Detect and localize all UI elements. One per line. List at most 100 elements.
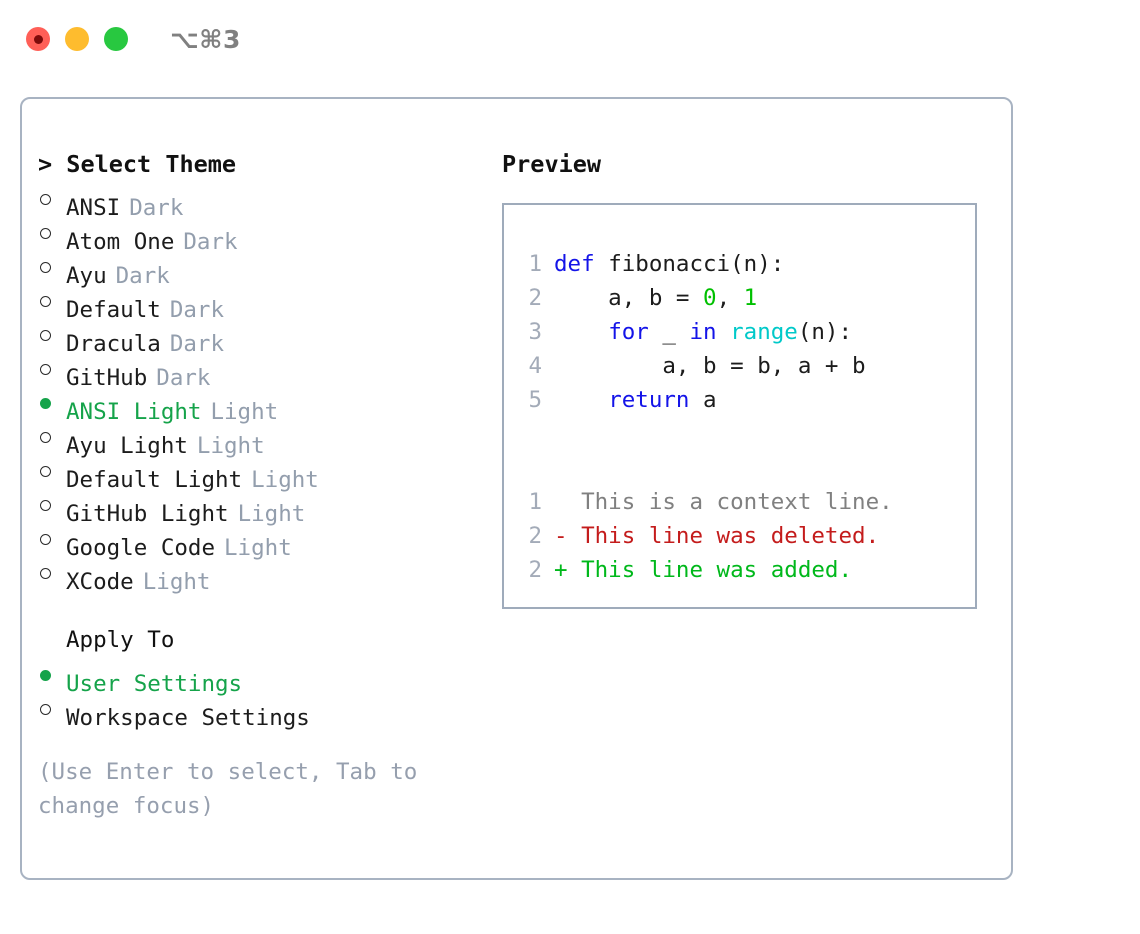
apply-to-option-label: User Settings xyxy=(66,671,243,697)
preview-column: Preview 1 def fibonacci(n): 2 a, b = 0, … xyxy=(502,147,1002,609)
code-token xyxy=(554,319,608,345)
close-window-button[interactable] xyxy=(26,27,50,51)
theme-option-ansi-dark[interactable]: ANSI Dark xyxy=(38,181,468,221)
theme-option-tag: Dark xyxy=(115,263,170,289)
theme-option-label: GitHub xyxy=(66,365,148,391)
line-number: 5 xyxy=(528,387,542,413)
theme-option-label: Default xyxy=(66,297,161,323)
theme-option-atom-one-dark[interactable]: Atom One Dark xyxy=(38,215,468,255)
code-line-text: a, b = b, a + b xyxy=(554,349,866,383)
titlebar-shortcut-label: ⌥⌘3 xyxy=(170,24,241,54)
theme-option-tag: Dark xyxy=(169,331,225,357)
theme-option-tag: Dark xyxy=(129,195,184,221)
theme-option-label: GitHub Light xyxy=(66,501,229,527)
line-number: 2 xyxy=(528,557,542,583)
theme-option-dracula-dark[interactable]: Dracula Dark xyxy=(38,317,468,357)
theme-option-xcode[interactable]: XCode Light xyxy=(38,555,468,595)
keyboard-hint-text: (Use Enter to select, Tab to change focu… xyxy=(38,759,418,819)
theme-option-label: Default Light xyxy=(66,467,243,493)
line-number: 2 xyxy=(528,285,542,311)
apply-to-option-label: Workspace Settings xyxy=(66,705,310,731)
line-number: 2 xyxy=(528,523,542,549)
theme-option-github-dark[interactable]: GitHub Dark xyxy=(38,351,468,391)
theme-option-label: XCode xyxy=(66,569,134,595)
code-token: , xyxy=(716,285,744,311)
code-token: a xyxy=(689,387,717,413)
theme-option-label: Dracula xyxy=(66,331,161,357)
apply-to-option-user-settings[interactable]: User Settings xyxy=(38,657,468,697)
theme-option-ansi-light[interactable]: ANSI Light Light xyxy=(38,385,468,425)
radio-icon[interactable] xyxy=(38,351,66,385)
theme-option-google-code[interactable]: Google Code Light xyxy=(38,521,468,561)
theme-option-tag: Light xyxy=(251,467,319,493)
code-line-text: for _ in range(n): xyxy=(554,315,852,349)
panel-columns: > Select Theme ANSI Dark Atom One Dark xyxy=(22,99,1011,878)
radio-icon[interactable] xyxy=(38,215,66,249)
code-token: a, b = xyxy=(554,285,704,311)
radio-icon[interactable] xyxy=(38,521,66,555)
code-sample: 1 def fibonacci(n): 2 a, b = 0, 1 3 for … xyxy=(516,247,967,587)
radio-icon[interactable] xyxy=(38,487,66,521)
title-bar: ⌥⌘3 xyxy=(0,0,1140,78)
preview-box: 1 def fibonacci(n): 2 a, b = 0, 1 3 for … xyxy=(502,203,977,609)
radio-icon[interactable] xyxy=(38,317,66,351)
radio-icon[interactable] xyxy=(38,453,66,487)
radio-icon[interactable] xyxy=(38,249,66,283)
code-line-text: def fibonacci(n): xyxy=(554,247,784,281)
theme-option-label: Atom One xyxy=(66,229,175,255)
code-blank-line xyxy=(516,417,967,451)
theme-option-default-dark[interactable]: Default Dark xyxy=(38,283,468,323)
code-line: 3 for _ in range(n): xyxy=(516,315,967,349)
diff-line-text: This line was added. xyxy=(581,557,853,583)
code-token: 0 xyxy=(703,285,717,311)
radio-icon[interactable] xyxy=(38,181,66,215)
code-token: for xyxy=(608,319,649,345)
theme-option-ayu-light[interactable]: Ayu Light Light xyxy=(38,419,468,459)
diff-marker: - xyxy=(554,523,582,549)
preview-heading: Preview xyxy=(502,150,602,178)
code-token: a, b = b, a + b xyxy=(554,353,866,379)
code-token xyxy=(717,319,731,345)
apply-to-heading: Apply To xyxy=(66,627,175,653)
code-line-text: return a xyxy=(554,383,717,417)
theme-list[interactable]: ANSI Dark Atom One Dark Ayu Dark xyxy=(38,181,468,595)
theme-option-tag: Dark xyxy=(169,297,225,323)
apply-to-option-workspace-settings[interactable]: Workspace Settings xyxy=(38,691,468,731)
code-token xyxy=(554,387,608,413)
line-number: 4 xyxy=(528,353,542,379)
diff-line-text: This is a context line. xyxy=(581,489,893,515)
theme-option-label: ANSI Light xyxy=(66,399,202,425)
code-token: return xyxy=(608,387,690,413)
code-token: in xyxy=(689,319,717,345)
theme-option-tag: Light xyxy=(237,501,306,527)
code-line: 1 def fibonacci(n): xyxy=(516,247,967,281)
code-token: 1 xyxy=(743,285,758,311)
theme-option-ayu-dark[interactable]: Ayu Dark xyxy=(38,249,468,289)
code-blank-line xyxy=(516,451,967,485)
theme-option-label: ANSI xyxy=(66,195,121,221)
diff-marker: + xyxy=(554,557,582,583)
theme-option-default-light[interactable]: Default Light Light xyxy=(38,453,468,493)
radio-icon[interactable] xyxy=(38,691,66,725)
radio-icon[interactable] xyxy=(38,283,66,317)
diff-marker xyxy=(554,485,581,519)
theme-option-tag: Light xyxy=(210,399,279,425)
radio-icon[interactable] xyxy=(38,419,66,453)
radio-selected-icon[interactable] xyxy=(38,385,66,419)
window-controls xyxy=(26,27,128,51)
line-number: 1 xyxy=(528,251,542,277)
radio-icon[interactable] xyxy=(38,555,66,589)
maximize-window-button[interactable] xyxy=(104,27,128,51)
minimize-window-button[interactable] xyxy=(65,27,89,51)
radio-selected-icon[interactable] xyxy=(38,657,66,691)
theme-option-tag: Light xyxy=(196,433,265,459)
theme-option-label: Ayu xyxy=(66,263,107,289)
code-token: range xyxy=(730,319,798,345)
theme-option-tag: Light xyxy=(224,535,292,561)
code-token: _ xyxy=(648,319,690,345)
line-number: 1 xyxy=(528,489,542,515)
apply-to-list[interactable]: User Settings Workspace Settings xyxy=(38,657,468,731)
theme-option-github-light[interactable]: GitHub Light Light xyxy=(38,487,468,527)
code-token: def xyxy=(554,251,609,277)
